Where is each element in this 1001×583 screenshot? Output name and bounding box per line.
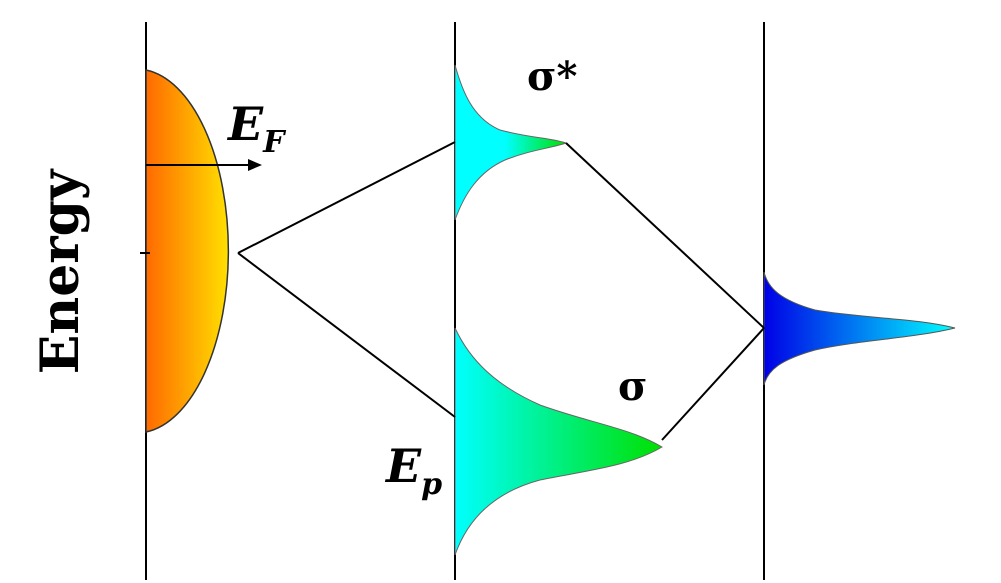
metal-to-sigma-line	[237, 252, 456, 418]
sigma-label: σ	[618, 363, 648, 410]
sigma-peak	[454, 327, 663, 556]
molecular-level-label: Ep	[384, 439, 442, 502]
fermi-level-label: EF	[226, 97, 287, 160]
sigma-star-label: σ*	[527, 53, 577, 100]
metal-to-sigma-star-line	[237, 141, 456, 254]
fermi-level-label-main: E	[226, 97, 264, 151]
metal-band-shape	[145, 69, 230, 433]
sigma-to-adsorbate-line	[661, 327, 765, 441]
adsorbate-peak	[763, 271, 956, 386]
energy-axis-label: Energy	[30, 168, 91, 374]
molecular-level-label-main: E	[384, 439, 422, 493]
molecular-level-label-subscript: p	[421, 467, 442, 502]
fermi-level-label-subscript: F	[262, 125, 287, 160]
sigma-star-to-adsorbate-line	[565, 142, 765, 329]
fermi-level-arrowhead	[248, 159, 262, 171]
